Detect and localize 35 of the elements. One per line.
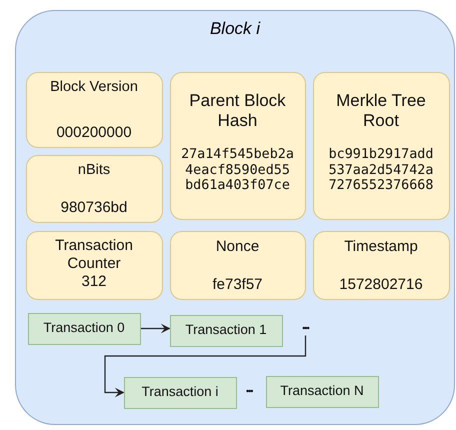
field-value: 000200000 xyxy=(56,124,132,142)
field-name: Transaction Counter xyxy=(54,237,134,273)
field-value: bc991b2917add 537aa2d54742a 7276552376668 xyxy=(328,147,434,194)
field-name: Block Version xyxy=(50,78,138,96)
field-box xyxy=(170,72,306,220)
field-box xyxy=(26,154,162,222)
field-name: Timestamp xyxy=(344,238,418,256)
arrow xyxy=(104,336,306,398)
field-name: Merkle Tree Root xyxy=(335,90,427,132)
field-box xyxy=(312,230,450,300)
field-value: 980736bd xyxy=(60,198,128,216)
transaction-label: Transaction i xyxy=(142,384,218,401)
field-value: 1572802716 xyxy=(339,276,423,294)
field-box xyxy=(26,230,162,300)
ellipsis-text: ••• xyxy=(302,323,309,334)
field-name: nBits xyxy=(78,162,110,179)
transaction-label: Transaction 1 xyxy=(185,322,267,339)
field-box xyxy=(170,230,306,300)
ellipsis-text: ••• xyxy=(246,386,252,396)
transaction-box xyxy=(170,314,282,346)
transaction-label: Transaction 0 xyxy=(43,320,125,337)
field-box xyxy=(312,72,450,220)
transaction-box xyxy=(28,312,140,344)
block-container xyxy=(15,10,455,425)
field-name: Nonce xyxy=(216,238,260,256)
field-name: Parent Block Hash xyxy=(188,90,287,132)
field-value: 312 xyxy=(81,273,107,291)
field-value: 27a14f545beb2a 4eacf8590ed55 bd61a403f07ce xyxy=(180,147,295,194)
transaction-box xyxy=(266,376,378,408)
arrow xyxy=(140,324,170,334)
transaction-box xyxy=(124,376,236,408)
transaction-label: Transaction N xyxy=(280,383,364,400)
field-box xyxy=(26,72,162,148)
block-title: Block i xyxy=(208,19,262,40)
field-value: fe73f57 xyxy=(212,276,263,294)
